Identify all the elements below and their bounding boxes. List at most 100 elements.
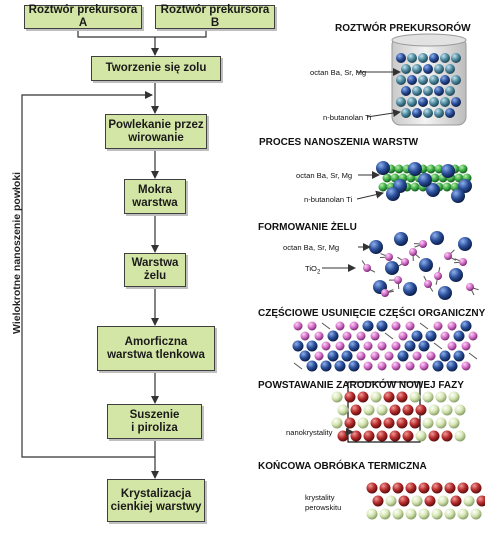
acetate-sphere xyxy=(408,162,422,176)
butoxide-sphere xyxy=(458,164,468,174)
matrix-sphere xyxy=(331,391,343,403)
partial-organic-removal-spheres xyxy=(292,320,478,372)
precursor-sphere xyxy=(396,75,406,85)
bond-line xyxy=(293,362,303,370)
tio2-sphere xyxy=(447,341,457,351)
sol-formation-box: Tworzenie się zolu xyxy=(91,56,221,81)
matrix-sphere xyxy=(454,404,466,416)
precursor-sphere xyxy=(451,97,461,107)
acetate-sphere xyxy=(418,173,432,187)
flow-connectors xyxy=(21,29,207,479)
acetate-sphere xyxy=(438,286,452,300)
tio2-sphere xyxy=(300,331,310,341)
acetate-sphere xyxy=(386,187,400,201)
tio2-sphere xyxy=(444,252,452,260)
acetate-sphere xyxy=(449,268,463,282)
precursor-sphere xyxy=(440,75,450,85)
matrix-sphere xyxy=(363,404,375,416)
spin-coating-box: Powlekanie przez wirowanie xyxy=(105,114,207,149)
tio2-sphere xyxy=(370,351,380,361)
tio2-sphere xyxy=(363,264,371,272)
crystal-sphere xyxy=(392,482,404,494)
crystal-sphere xyxy=(402,404,414,416)
panel-2-pointers xyxy=(356,171,384,200)
matrix-sphere xyxy=(437,495,449,507)
panel-6-label-crystallites: krystality xyxy=(305,493,335,502)
acetate-sphere xyxy=(458,179,472,193)
acetate-sphere xyxy=(404,340,416,352)
tio2-sphere xyxy=(377,361,387,371)
tio2-sphere xyxy=(321,341,331,351)
acetate-sphere xyxy=(327,330,339,342)
precursor-sphere xyxy=(451,53,461,63)
butoxide-sphere xyxy=(382,173,392,183)
matrix-sphere xyxy=(444,508,456,520)
crystal-sphere xyxy=(476,495,485,507)
crystal-sphere xyxy=(470,482,482,494)
precursor-sphere xyxy=(423,86,433,96)
panel-1-label-acetate: octan Ba, Sr, Mg xyxy=(310,68,367,77)
tio2-sphere xyxy=(335,321,345,331)
tio2-sphere xyxy=(381,289,389,297)
crystal-sphere xyxy=(402,430,414,442)
tio2-sphere xyxy=(459,258,467,266)
acetate-sphere xyxy=(306,360,318,372)
acetate-sphere xyxy=(446,360,458,372)
butoxide-sphere xyxy=(410,182,420,192)
panel-2-label-acetate: octan Ba, Sr, Mg xyxy=(296,171,353,180)
matrix-sphere xyxy=(441,404,453,416)
tio2-sphere xyxy=(424,280,432,288)
crystal-sphere xyxy=(389,404,401,416)
matrix-sphere xyxy=(379,508,391,520)
tio2-sphere xyxy=(370,331,380,341)
panel-3-label-acetate: octan Ba, Sr, Mg xyxy=(283,243,340,252)
crystal-sphere xyxy=(450,495,462,507)
wet-layer-box: Mokra warstwa xyxy=(124,179,186,214)
tio2-sphere xyxy=(363,341,373,351)
tio2-sphere xyxy=(356,351,366,361)
tio2-sphere xyxy=(398,331,408,341)
acetate-sphere xyxy=(348,340,360,352)
crystal-sphere xyxy=(431,482,443,494)
crystal-sphere xyxy=(428,430,440,442)
tio2-sphere xyxy=(409,248,417,256)
precursor-sphere xyxy=(418,53,428,63)
panel-5-label-nanocrystals: nanokrystality xyxy=(286,428,333,437)
acetate-sphere xyxy=(320,360,332,372)
panel-3-title: FORMOWANIE ŻELU xyxy=(258,222,357,233)
nucleation-spheres xyxy=(331,391,466,442)
precursor-sphere xyxy=(445,108,455,118)
crystal-sphere xyxy=(383,417,395,429)
acetate-sphere xyxy=(441,164,455,178)
panel-3-label-tio2: TiO2 xyxy=(305,264,321,276)
precursor-sphere xyxy=(418,97,428,107)
crystal-sphere xyxy=(344,417,356,429)
precursor-sphere xyxy=(412,64,422,74)
crystal-sphere xyxy=(398,495,410,507)
precursor-sphere xyxy=(429,97,439,107)
bond-line xyxy=(433,342,443,350)
matrix-sphere xyxy=(428,404,440,416)
precursor-sphere xyxy=(401,108,411,118)
panel-2-label-butoxide: n-butanolan Ti xyxy=(304,195,353,204)
acetate-sphere xyxy=(369,240,383,254)
acetate-sphere xyxy=(453,330,465,342)
acetate-sphere xyxy=(394,232,408,246)
tio2-sphere xyxy=(466,283,474,291)
acetate-sphere xyxy=(327,350,339,362)
precursor-sphere xyxy=(401,86,411,96)
precursor-jar xyxy=(391,33,467,126)
matrix-sphere xyxy=(457,508,469,520)
acetate-sphere xyxy=(458,237,472,251)
acetate-sphere xyxy=(419,258,433,272)
crystal-sphere xyxy=(405,482,417,494)
panel-3-pointers xyxy=(322,243,371,272)
crystal-sphere xyxy=(379,482,391,494)
matrix-sphere xyxy=(331,417,343,429)
tio2-sphere xyxy=(461,361,471,371)
acetate-sphere xyxy=(376,161,390,175)
acetate-sphere xyxy=(460,320,472,332)
matrix-sphere xyxy=(411,495,423,507)
precursor-sphere xyxy=(423,108,433,118)
precursor-sphere xyxy=(407,75,417,85)
